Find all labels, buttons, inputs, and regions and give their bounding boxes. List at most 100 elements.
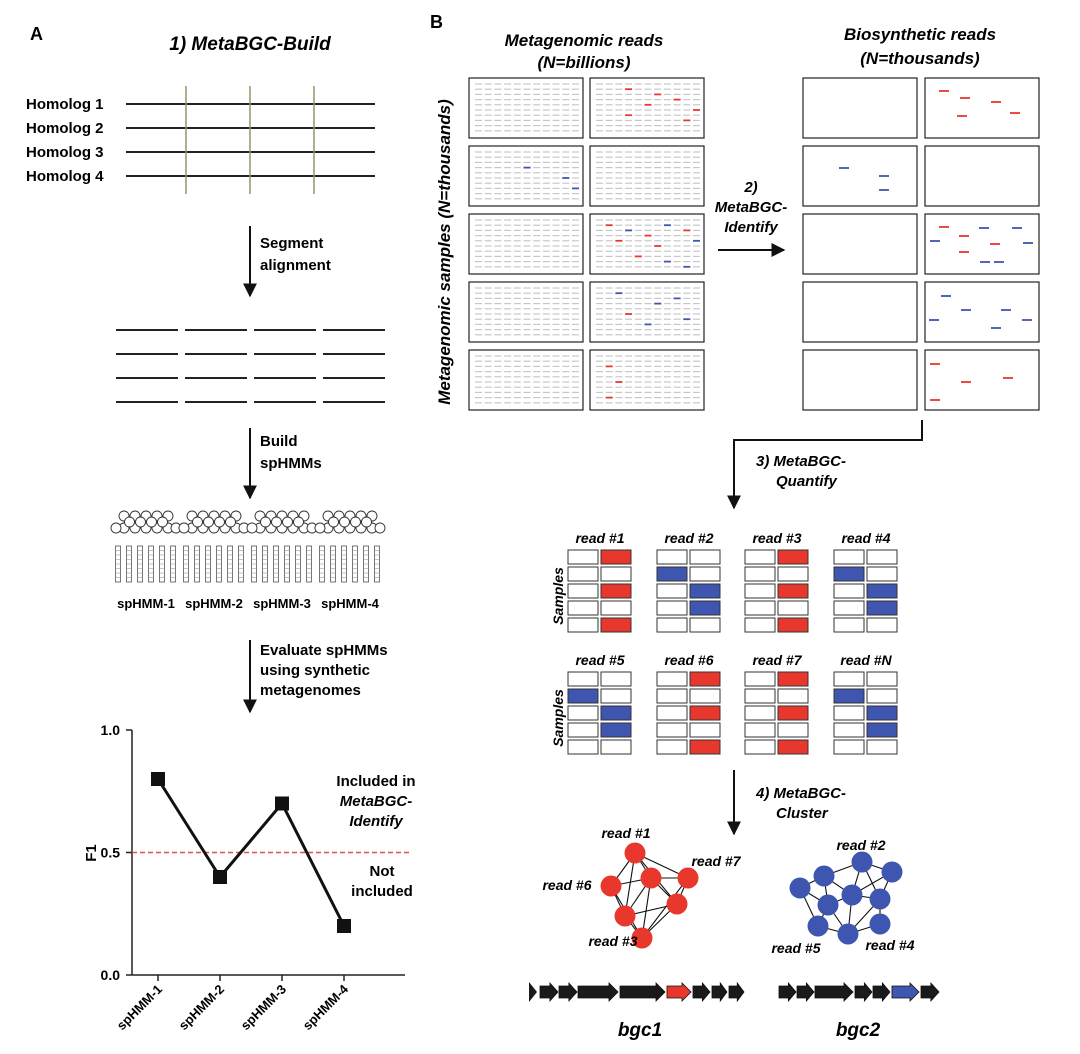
- quantification-tables: [567, 549, 898, 755]
- read-label-2: read #2: [664, 530, 713, 546]
- read-grid-frame: [468, 77, 584, 139]
- read-grid-box: [468, 281, 584, 343]
- abundance-cell: [833, 566, 865, 582]
- sphmm-icon: [110, 510, 182, 583]
- x-tick-label: spHMM-2: [176, 982, 227, 1033]
- biosynthetic-frame: [802, 77, 918, 139]
- network-node-blue: [881, 861, 903, 883]
- samples-label-2: Samples: [550, 689, 566, 747]
- biosynthetic-frame: [802, 145, 918, 207]
- abundance-cell: [744, 739, 776, 755]
- abundance-cell: [600, 549, 632, 565]
- hmm-state: [350, 516, 361, 528]
- read-grid-frame: [589, 349, 705, 411]
- not-included-line2: included: [351, 883, 413, 900]
- read-grid-box: [589, 349, 705, 411]
- step-quantify-line1: 3) MetaBGC-: [756, 453, 846, 470]
- x-tick-label: spHMM-4: [300, 981, 352, 1033]
- included-line1: Included in: [336, 773, 415, 790]
- hmm-state: [260, 516, 271, 528]
- abundance-cell: [567, 600, 599, 616]
- abundance-cell: [744, 549, 776, 565]
- x-tick-label: spHMM-1: [114, 982, 165, 1033]
- included-line2: MetaBGC-: [340, 793, 413, 810]
- abundance-cell: [744, 671, 776, 687]
- hmm-state: [124, 516, 135, 528]
- highlighted-gene-arrow: [666, 982, 692, 1002]
- abundance-cell: [689, 722, 721, 738]
- abundance-cell: [689, 583, 721, 599]
- hmm-state: [192, 516, 203, 528]
- read-label-4: read #4: [841, 530, 890, 546]
- step-identify-line2: MetaBGC-: [715, 199, 788, 216]
- net1-read3-label: read #3: [588, 933, 637, 949]
- segmented-alignment: [116, 329, 385, 403]
- hmm-state: [157, 516, 168, 528]
- network-node-blue: [807, 915, 829, 937]
- abundance-cell: [689, 705, 721, 721]
- read-grid-box: [589, 213, 705, 275]
- f1-point: [151, 772, 165, 786]
- y-tick-label: 0.5: [101, 845, 121, 861]
- abundance-cell: [744, 600, 776, 616]
- biosynthetic-box: [802, 145, 918, 207]
- abundance-cell: [600, 671, 632, 687]
- biosynthetic-box: [924, 77, 1040, 139]
- abundance-cell: [656, 617, 688, 633]
- abundance-cell: [656, 566, 688, 582]
- abundance-cell: [600, 705, 632, 721]
- net2-read4-label: read #4: [865, 937, 914, 953]
- gene-arrow: [814, 982, 854, 1002]
- net1-read6-label: read #6: [542, 877, 591, 893]
- read-abundance-table: [656, 549, 721, 633]
- sphmm-icon: [246, 510, 318, 583]
- biosynthetic-reads-title: Biosynthetic reads: [844, 25, 996, 44]
- abundance-cell: [567, 739, 599, 755]
- abundance-cell: [866, 566, 898, 582]
- abundance-cell: [833, 617, 865, 633]
- abundance-cell: [833, 671, 865, 687]
- read-abundance-table: [567, 671, 632, 755]
- abundance-cell: [777, 600, 809, 616]
- network-node-red: [600, 875, 622, 897]
- gene-arrow: [711, 981, 728, 1003]
- abundance-cell: [600, 722, 632, 738]
- read-grid-box: [468, 349, 584, 411]
- read-grid-box: [589, 281, 705, 343]
- read-grid-frame: [468, 349, 584, 411]
- gene-arrow: [619, 982, 666, 1002]
- read-grid-box: [589, 145, 705, 207]
- abundance-cell: [866, 671, 898, 687]
- abundance-cell: [744, 583, 776, 599]
- biosynthetic-frame: [802, 349, 918, 411]
- abundance-cell: [777, 722, 809, 738]
- hmm-state: [178, 522, 190, 534]
- abundance-cell: [656, 600, 688, 616]
- network-node-blue: [789, 877, 811, 899]
- network-node-blue: [837, 923, 859, 945]
- hmm-state: [374, 522, 386, 534]
- net2-read2-label: read #2: [836, 837, 885, 853]
- abundance-cell: [689, 566, 721, 582]
- abundance-cell: [744, 722, 776, 738]
- abundance-cell: [689, 739, 721, 755]
- abundance-cell: [567, 722, 599, 738]
- abundance-cell: [866, 722, 898, 738]
- abundance-cell: [833, 600, 865, 616]
- f1-point: [337, 919, 351, 933]
- abundance-cell: [656, 705, 688, 721]
- gene-arrow: [529, 982, 537, 1002]
- biosynthetic-box: [924, 349, 1040, 411]
- abundance-cell: [656, 722, 688, 738]
- biosynthetic-box: [924, 213, 1040, 275]
- biosynthetic-frame: [924, 349, 1040, 411]
- step-identify-line1: 2): [743, 179, 757, 196]
- read-grid-frame: [589, 281, 705, 343]
- abundance-cell: [567, 671, 599, 687]
- abundance-cell: [600, 600, 632, 616]
- read-grid-box: [468, 213, 584, 275]
- read-abundance-table: [656, 671, 721, 755]
- bgc1-label: bgc1: [618, 1020, 662, 1041]
- metagenomic-reads-title: Metagenomic reads: [505, 31, 664, 50]
